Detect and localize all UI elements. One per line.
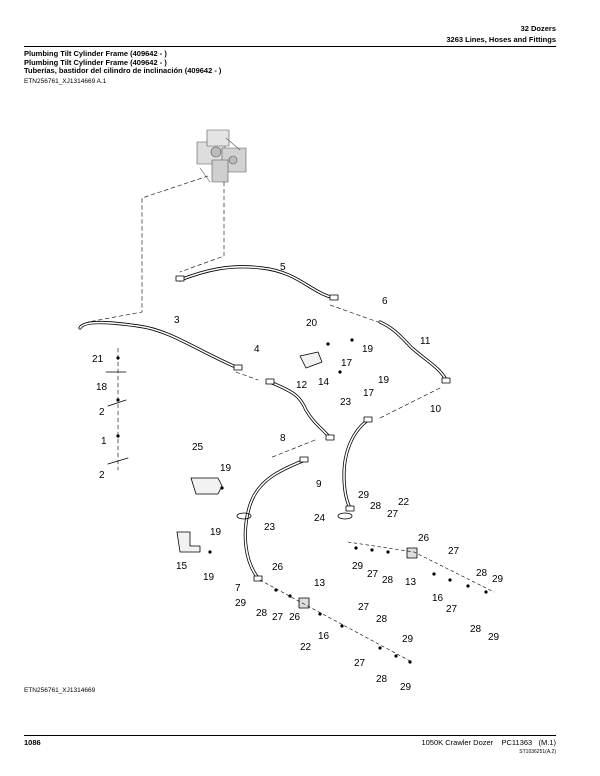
callout-number: 16 [318,631,330,642]
callout-number: 28 [370,501,382,512]
callout-number: 20 [306,318,318,329]
brackets [176,351,323,553]
callout-number: 5 [280,262,286,273]
callout-number: 28 [382,575,394,586]
callout-number: 29 [235,598,247,609]
callout-number: 27 [272,612,284,623]
valve-assembly [196,129,247,183]
title-english-alt: Plumbing Tilt Cylinder Frame (409642 - ) [24,57,167,67]
callout-number: 19 [210,527,222,538]
callout-number: 24 [314,513,326,524]
callout-number: 29 [492,574,504,585]
callout-number: 27 [354,658,366,669]
callout-number: 18 [96,382,108,393]
callout-number: 22 [398,497,410,508]
callout-number: 23 [264,522,276,533]
callout-number: 19 [362,344,374,355]
callout-number: 28 [376,674,388,685]
callout-number: 15 [176,561,188,572]
callout-number: 10 [430,404,442,415]
callout-number: 27 [446,604,458,615]
callout-number: 13 [405,577,417,588]
page-number: 1086 [24,738,41,747]
callout-number: 22 [300,642,312,653]
callout-number: 9 [316,479,322,490]
footer-code: ST1036251(A.2) [519,749,556,755]
fittings [175,275,451,582]
clamps [105,371,353,520]
callout-number: 2 [99,470,105,481]
page-titles: Plumbing Tilt Cylinder Frame (409642 - )… [24,49,222,76]
hardware-stacks [259,541,495,663]
hoses-inner [79,265,447,579]
callout-number: 13 [314,578,326,589]
callout-number: 28 [376,614,388,625]
callout-number: 26 [289,612,301,623]
callout-number: 14 [318,377,330,388]
callout-number: 29 [352,561,364,572]
callout-number: 27 [367,569,379,580]
footer-product: 1050K Crawler Dozer PC11363 (M.1) [421,738,556,747]
product-name: 1050K Crawler Dozer [421,738,494,747]
callout-number: 23 [340,397,352,408]
callout-number: 8 [280,433,286,444]
illustration-ref-bottom: ETN256761_XJ1314669 [24,687,96,694]
section-heading: 32 Dozers [520,24,556,33]
callout-number: 29 [488,632,500,643]
callout-number: 11 [420,336,431,347]
title-spanish: Tuberías, bastidor del cilindro de incli… [24,66,222,76]
callout-number: 29 [402,634,414,645]
callout-number: 4 [254,344,260,355]
callout-number: 27 [448,546,460,557]
callout-number: 28 [476,568,488,579]
callout-number: 6 [382,296,388,307]
callout-number: 19 [378,375,390,386]
catalog-number: PC11363 [501,738,533,747]
callout-number: 29 [358,490,370,501]
callout-number: 17 [363,388,375,399]
callout-number: 2 [99,407,105,418]
callout-number: 27 [387,509,399,520]
small-hardware [116,338,488,664]
callout-number: 17 [341,358,353,369]
title-english: Plumbing Tilt Cylinder Frame (409642 - ) [24,49,167,58]
callout-number: 3 [174,315,180,326]
callout-number: 25 [192,442,204,453]
header-rule [24,46,556,47]
callout-number: 19 [203,572,215,583]
illustration-ref-top: ETN256761_XJ1314669 A.1 [24,78,107,85]
revision: (M.1) [538,738,557,747]
subsection-heading: 3263 Lines, Hoses and Fittings [446,35,556,44]
callout-number: 16 [432,593,444,604]
callout-number: 7 [235,583,241,594]
callout-number: 1 [101,436,107,447]
callout-number: 26 [418,533,430,544]
footer-rule [24,735,556,736]
dashed-leaders [87,175,441,471]
callout-number: 12 [296,380,308,391]
tee-fittings [298,547,418,609]
callout-number: 21 [92,354,104,365]
callout-number: 28 [470,624,482,635]
callout-number: 27 [358,602,370,613]
callout-number: 19 [220,463,232,474]
callout-number: 28 [256,608,268,619]
callout-number: 29 [400,682,412,693]
callout-number: 26 [272,562,284,573]
